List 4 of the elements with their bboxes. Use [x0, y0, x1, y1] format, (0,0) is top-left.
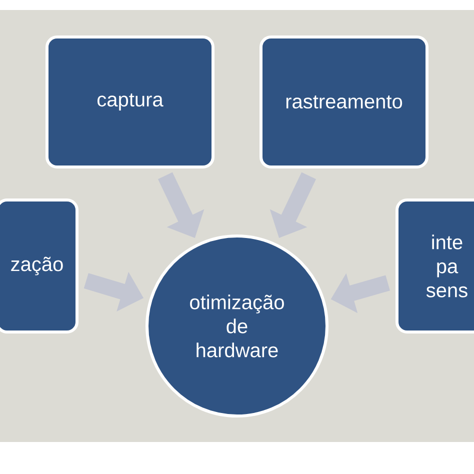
- process-box: rastreamento: [260, 36, 428, 168]
- process-box: zação: [0, 198, 78, 334]
- process-box: inte pa sens: [396, 198, 474, 334]
- process-box: captura: [46, 36, 214, 168]
